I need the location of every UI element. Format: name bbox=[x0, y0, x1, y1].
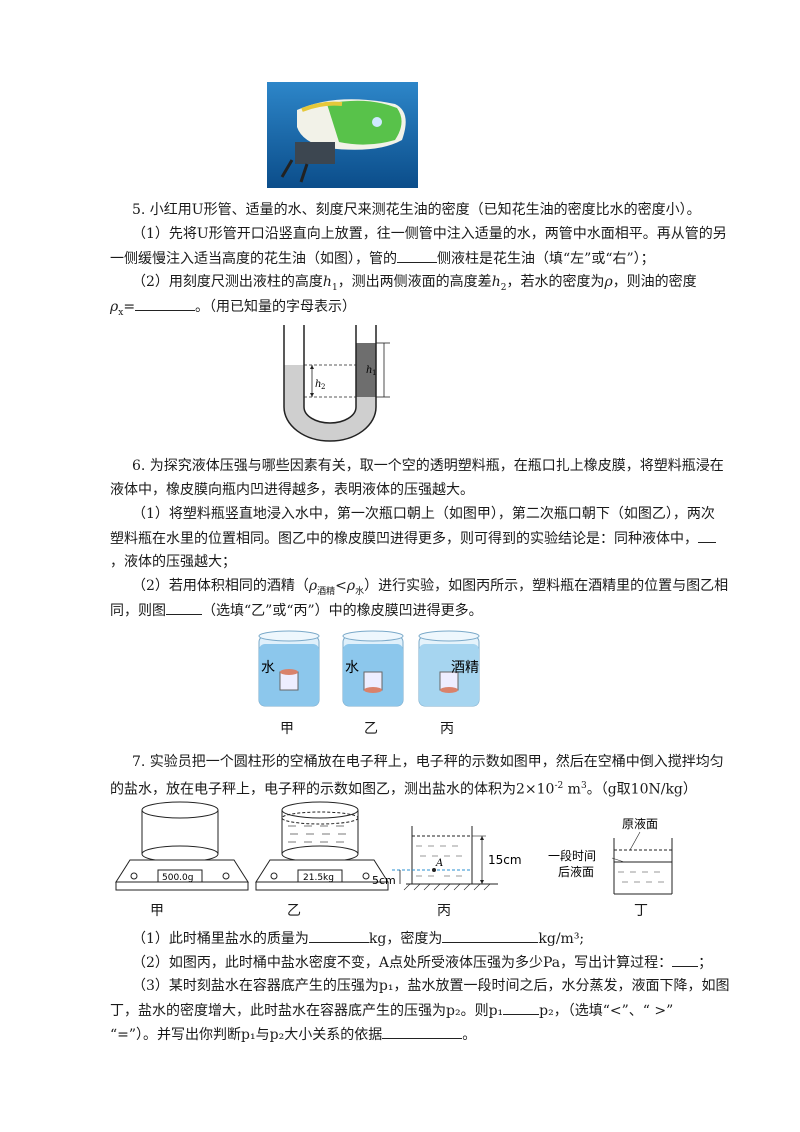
q6-part1-line1: （1）将塑料瓶竖直地浸入水中，第一次瓶口朝上（如图甲），第二次瓶口朝下（如图乙）… bbox=[132, 506, 715, 522]
q6-part2-line1: （2）若用体积相同的酒精（ρ酒精<ρ水）进行实验，如图丙所示，塑料瓶在酒精里的位… bbox=[132, 578, 729, 597]
q6-part2-text-2: 同，则图 bbox=[110, 603, 166, 619]
q5-part2-text-end: ，则油的密度 bbox=[612, 274, 697, 290]
fig-label-water-b: 水 bbox=[345, 660, 359, 676]
scale-and-bucket-diagram: 500.0g 21.5kg A bbox=[115, 801, 673, 895]
q5-part2-line1: （2）用刻度尺测出液柱的高度h1，测出两侧液面的高度差h2，若水的密度为ρ，则油… bbox=[132, 274, 697, 293]
q7-part3-text-2: “=”）。并写出你判断p₁与p₂大小关系的依据 bbox=[110, 1027, 383, 1043]
label-original-level: 原液面 bbox=[622, 816, 658, 831]
scale-water-bucket: 21.5kg bbox=[255, 801, 389, 891]
caption-jia: 甲 bbox=[280, 721, 294, 737]
scale-reading-a: 500.0g bbox=[162, 873, 193, 883]
q5-answer-blank-density[interactable] bbox=[135, 296, 196, 311]
container-levels: 原液面 一段时间 后液面 bbox=[548, 816, 673, 895]
caption-yi: 乙 bbox=[364, 721, 378, 737]
q7-unit: m bbox=[563, 781, 581, 798]
q6-part2-text-2-end: （选填“乙”或“丙”）中的橡皮膜凹进得更多。 bbox=[202, 603, 483, 619]
label-h1: h bbox=[366, 365, 372, 376]
q7-part2-text: （2）如图丙，此时桶中盐水密度不变，A点处所受液体压强为多少Pa，写出计算过程： bbox=[132, 955, 673, 971]
q6-answer-blank-figure[interactable] bbox=[166, 600, 202, 615]
fig-label-water-a: 水 bbox=[261, 660, 275, 676]
beaker-c bbox=[418, 630, 480, 707]
q5-part1-text-end: 侧液柱是花生油（填“左”或“右”）； bbox=[437, 251, 655, 267]
label-h2: h bbox=[315, 379, 321, 390]
svg-text:1: 1 bbox=[372, 369, 376, 377]
q6-stem-line1: 6. 为探究液体压强与哪些因素有关，取一个空的透明塑料瓶，在瓶口扎上橡皮膜，将塑… bbox=[132, 458, 724, 474]
beaker-b bbox=[342, 630, 404, 707]
q5-part1-line1: （1）先将U形管开口沿竖直向上放置，往一侧管中注入适量的水，两管中水面相平。再从… bbox=[132, 226, 727, 242]
dim-5cm: 5cm bbox=[372, 874, 396, 887]
rho-symbol-2: ρ bbox=[346, 578, 356, 594]
q7-part3-text-end: p₂，（选填“<”、“ >” bbox=[539, 1003, 674, 1019]
q7-part2: （2）如图丙，此时桶中盐水密度不变，A点处所受液体压强为多少Pa，写出计算过程：… bbox=[132, 952, 712, 973]
q7-part3-line2: 丁，盐水的密度增大，此时盐水在容器底产生的压强为p₂。则p₁ p₂，（选填“<”、… bbox=[110, 1000, 673, 1021]
q5-stem: 5. 小红用U形管、适量的水、刻度尺来测花生油的密度（已知花生油的密度比水的密度… bbox=[132, 202, 701, 218]
q7-part3-line3: “=”）。并写出你判断p₁与p₂大小关系的依据 。 bbox=[110, 1024, 476, 1045]
label-later-level-2: 后液面 bbox=[558, 864, 594, 879]
q7-part3-line1: （3）某时刻盐水在容器底产生的压强为p₁，盐水放置一段时间之后，水分蒸发，液面下… bbox=[132, 978, 730, 994]
q6-part1-line2: 塑料瓶在水里的位置相同。图乙中的橡皮膜凹进得更多，则可得到的实验结论是：同种液体… bbox=[110, 528, 716, 549]
q7-answer-blank-density[interactable] bbox=[442, 928, 539, 943]
svg-text:2: 2 bbox=[321, 383, 325, 391]
q7-caption-jia: 甲 bbox=[150, 903, 164, 919]
scale-reading-b: 21.5kg bbox=[303, 873, 334, 883]
point-a-label: A bbox=[435, 858, 443, 869]
fig-label-alcohol: 酒精 bbox=[451, 660, 479, 676]
rho-subscript-alcohol: 酒精 bbox=[317, 586, 336, 597]
bottle-beakers-diagram: 水 水 酒精 bbox=[258, 630, 480, 707]
q7-stem-line2: 的盐水，放在电子秤上，电子秤的示数如图乙，测出盐水的体积为2×10-2 m3。（… bbox=[110, 781, 697, 798]
rho-subscript-water: 水 bbox=[355, 586, 365, 597]
caption-bing: 丙 bbox=[440, 721, 454, 737]
q5-part2-text: （2）用刻度尺测出液柱的高度 bbox=[132, 274, 323, 290]
q7-exponent: -2 bbox=[554, 781, 564, 791]
q7-part1-text: （1）此时桶里盐水的质量为 bbox=[132, 931, 309, 947]
q5-part1-text: 一侧缓慢注入适当高度的花生油（如图），管的 bbox=[110, 251, 397, 267]
q7-caption-bing: 丙 bbox=[437, 903, 451, 919]
q7-part1-text-end: kg/m³; bbox=[538, 931, 585, 947]
q6-part1-line3: ，液体的压强越大； bbox=[110, 554, 236, 570]
rho-symbol: ρ bbox=[308, 578, 318, 594]
scale-empty-bucket: 500.0g bbox=[115, 801, 249, 891]
q7-answer-blank-pressure[interactable] bbox=[672, 952, 699, 967]
q7-part3-text: 丁，盐水的密度增大，此时盐水在容器底产生的压强为p₂。则p₁ bbox=[110, 1003, 504, 1019]
q7-answer-blank-mass[interactable] bbox=[308, 928, 369, 943]
q7-caption-ding: 丁 bbox=[634, 903, 648, 919]
submersible-photo bbox=[267, 82, 418, 188]
q7-part3-text-2-end: 。 bbox=[462, 1027, 477, 1043]
q7-part1-text-mid: kg，密度为 bbox=[368, 931, 443, 947]
q7-answer-blank-reason[interactable] bbox=[382, 1024, 463, 1039]
q5-part2-text-mid1: ，测出两侧液面的高度差 bbox=[337, 274, 492, 290]
q6-part2-line2: 同，则图 （选填“乙”或“丙”）中的橡皮膜凹进得更多。 bbox=[110, 600, 483, 621]
q5-part1-line2: 一侧缓慢注入适当高度的花生油（如图），管的 侧液柱是花生油（填“左”或“右”）； bbox=[110, 248, 655, 269]
q5-answer-blank-side[interactable] bbox=[397, 248, 437, 263]
q7-answer-blank-compare[interactable] bbox=[503, 1000, 540, 1015]
q7-stem-line1: 7. 实验员把一个圆柱形的空桶放在电子秤上，电子秤的示数如图甲，然后在空桶中倒入… bbox=[132, 754, 724, 770]
q6-answer-blank-conclusion[interactable] bbox=[698, 528, 716, 543]
q6-stem-line2: 液体中，橡皮膜向瓶内凹进得越多，表明液体的压强越大。 bbox=[110, 482, 474, 498]
q7-caption-yi: 乙 bbox=[287, 903, 301, 919]
q6-part1-text: 塑料瓶在水里的位置相同。图乙中的橡皮膜凹进得更多，则可得到的实验结论是：同种液体… bbox=[110, 531, 698, 547]
q5-part2-text-tail: 。（用已知量的字母表示） bbox=[195, 299, 357, 315]
q5-part2-text-mid2: ，若水的密度为 bbox=[506, 274, 605, 290]
container-point-a: A 15cm 5cm bbox=[372, 826, 522, 891]
q5-part2-line2: ρx=。（用已知量的字母表示） bbox=[110, 296, 356, 323]
u-tube-diagram: h 2 h 1 bbox=[283, 325, 390, 442]
q6-part2-text-end: ）进行实验，如图丙所示，塑料瓶在酒精里的位置与图乙相 bbox=[364, 578, 729, 594]
q7-part1: （1）此时桶里盐水的质量为 kg，密度为 kg/m³; bbox=[132, 928, 584, 949]
label-later-level-1: 一段时间 bbox=[548, 848, 596, 863]
q7-stem-text: 的盐水，放在电子秤上，电子秤的示数如图乙，测出盐水的体积为2×10 bbox=[110, 781, 555, 798]
q7-stem-text-end: 。（g取10N/kg） bbox=[586, 781, 697, 798]
q6-part2-text: （2）若用体积相同的酒精（ bbox=[132, 578, 309, 594]
dim-15cm: 15cm bbox=[488, 853, 522, 867]
beaker-a bbox=[258, 630, 320, 707]
